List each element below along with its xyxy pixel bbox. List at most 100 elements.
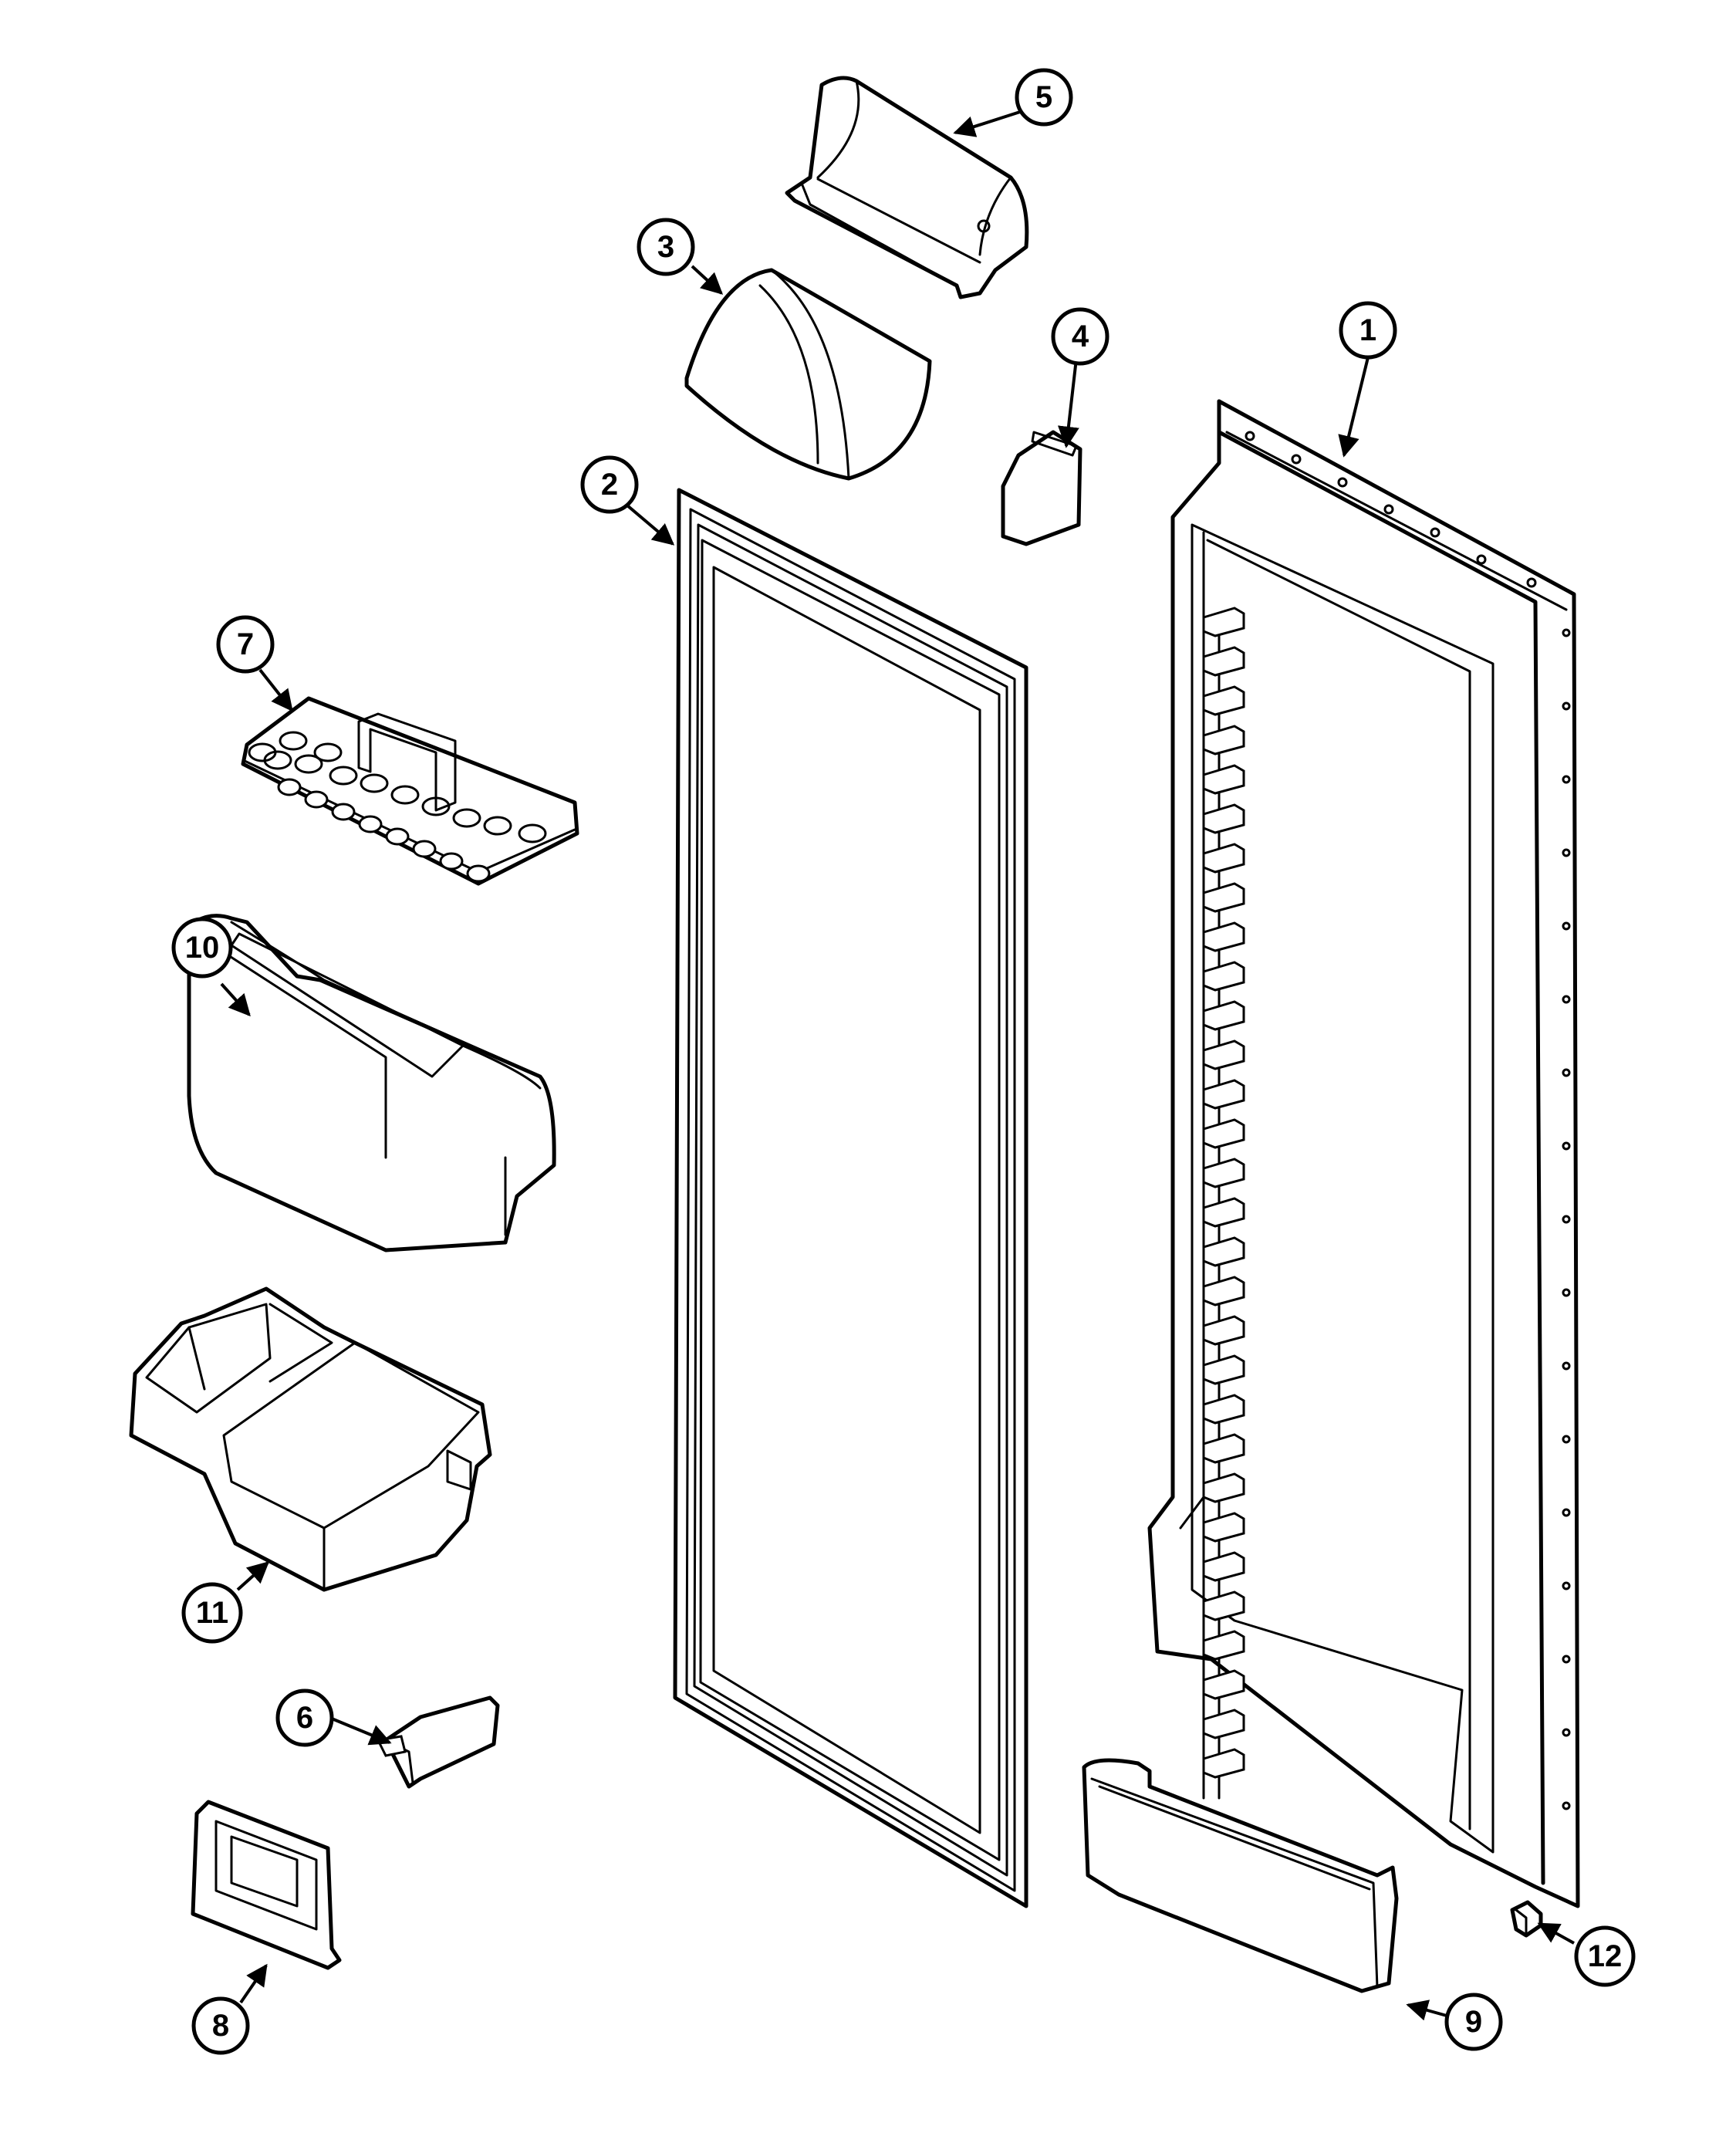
callout-7-label: 7: [237, 627, 254, 661]
callout-9-label: 9: [1465, 2005, 1482, 2039]
shelf-notch: [1202, 1472, 1245, 1503]
shelf-notch: [1202, 1315, 1245, 1346]
shelf-notch: [1202, 1276, 1245, 1307]
part-butter-compartment: [785, 76, 1029, 299]
leader-9: [1406, 1999, 1447, 2021]
egg-cup-bottom: [277, 778, 302, 796]
shelf-notch: [1202, 725, 1245, 756]
shelf-notch: [1202, 1669, 1245, 1700]
egg-cup: [294, 754, 323, 774]
mounting-hole: [1562, 1288, 1571, 1297]
egg-cup: [329, 766, 358, 786]
mounting-hole: [1526, 577, 1537, 588]
part-cap: [1510, 1900, 1543, 1938]
leader-6: [331, 1717, 392, 1746]
mounting-hole: [1562, 921, 1571, 931]
egg-cup-bottom: [466, 864, 491, 883]
leader-10: [220, 982, 251, 1017]
part-clip: [376, 1695, 500, 1789]
egg-cup: [452, 808, 481, 828]
leader-2: [626, 504, 675, 546]
mounting-hole: [1562, 1801, 1571, 1810]
egg-cups: [248, 731, 547, 843]
callout-2-label: 2: [601, 468, 618, 502]
mounting-hole: [1291, 454, 1302, 465]
mounting-hole: [1430, 527, 1440, 538]
callout-2: 2: [580, 455, 639, 514]
mounting-hole: [1562, 1655, 1571, 1664]
part-door-bin: [187, 914, 556, 1252]
egg-cup: [279, 731, 308, 751]
leader-5: [953, 110, 1021, 137]
egg-cup-bottom: [439, 852, 464, 870]
callout-6: 6: [275, 1688, 334, 1747]
leader-8: [239, 1963, 268, 2004]
shelf-notch: [1202, 1590, 1245, 1621]
leader-lines: [220, 110, 1575, 2021]
shelf-notch: [1202, 1551, 1245, 1582]
callout-5: 5: [1015, 68, 1073, 127]
shelf-notch: [1202, 843, 1245, 874]
shelf-notch: [1202, 1158, 1245, 1188]
mounting-hole: [1337, 477, 1348, 488]
shelf-notch: [1202, 1394, 1245, 1425]
mounting-hole: [1383, 504, 1394, 515]
shelf-notch: [1202, 1236, 1245, 1267]
callout-9: 9: [1444, 1993, 1503, 2051]
mounting-hole: [1562, 1361, 1571, 1371]
leader-11: [236, 1561, 270, 1591]
part-dairy-door: [684, 268, 932, 481]
egg-cup-bottom: [331, 803, 356, 821]
mounting-hole: [1562, 701, 1571, 711]
shelf-notch: [1202, 882, 1245, 913]
part-door-shelf: [1082, 1758, 1399, 1993]
callout-1-label: 1: [1359, 313, 1376, 347]
shelf-notch: [1202, 1433, 1245, 1464]
mounting-hole: [1562, 775, 1571, 784]
shelf-notch: [1202, 803, 1245, 834]
egg-cup-bottom: [358, 815, 383, 833]
egg-cup: [313, 742, 343, 762]
callout-1: 1: [1339, 301, 1397, 360]
mounting-holes: [1245, 431, 1571, 1810]
callout-4: 4: [1051, 307, 1109, 366]
callout-10: 10: [171, 917, 233, 979]
shelf-notch: [1202, 646, 1245, 677]
part-door-liner: [1147, 399, 1580, 1908]
callout-11: 11: [181, 1582, 243, 1644]
leader-12: [1537, 1922, 1575, 1945]
shelf-notch: [1202, 921, 1245, 952]
callout-8: 8: [191, 1996, 250, 2055]
mounting-hole: [1562, 995, 1571, 1004]
shelf-notch: [1202, 1630, 1245, 1661]
callout-12: 12: [1574, 1925, 1636, 1987]
callout-4-label: 4: [1072, 319, 1089, 353]
leader-7: [258, 668, 293, 712]
callout-3-label: 3: [657, 230, 674, 264]
callout-11-label: 11: [196, 1596, 228, 1630]
egg-cup: [390, 785, 420, 805]
mounting-hole: [1562, 1728, 1571, 1737]
mounting-hole: [1562, 1068, 1571, 1077]
mounting-hole: [1562, 628, 1571, 637]
mounting-hole: [1562, 848, 1571, 857]
callout-8-label: 8: [212, 2009, 229, 2043]
egg-cup: [518, 823, 547, 843]
callout-6-label: 6: [296, 1701, 313, 1735]
callout-5-label: 5: [1035, 80, 1052, 114]
shelf-notch: [1202, 607, 1245, 637]
callout-10-label: 10: [185, 931, 220, 965]
shelf-notch: [1202, 685, 1245, 716]
shelf-notch: [1202, 1197, 1245, 1228]
part-door-gasket: [673, 488, 1028, 1908]
part-cover-clip: [1001, 430, 1082, 546]
shelf-notch: [1202, 1709, 1245, 1739]
part-bracket: [191, 1800, 342, 1970]
callout-3: 3: [637, 218, 695, 276]
shelf-notch: [1202, 1079, 1245, 1110]
shelf-notch: [1202, 1039, 1245, 1070]
egg-cup-bottom: [412, 840, 437, 858]
shelf-notch: [1202, 1000, 1245, 1031]
leader-3: [691, 265, 724, 295]
egg-cup: [421, 796, 451, 816]
